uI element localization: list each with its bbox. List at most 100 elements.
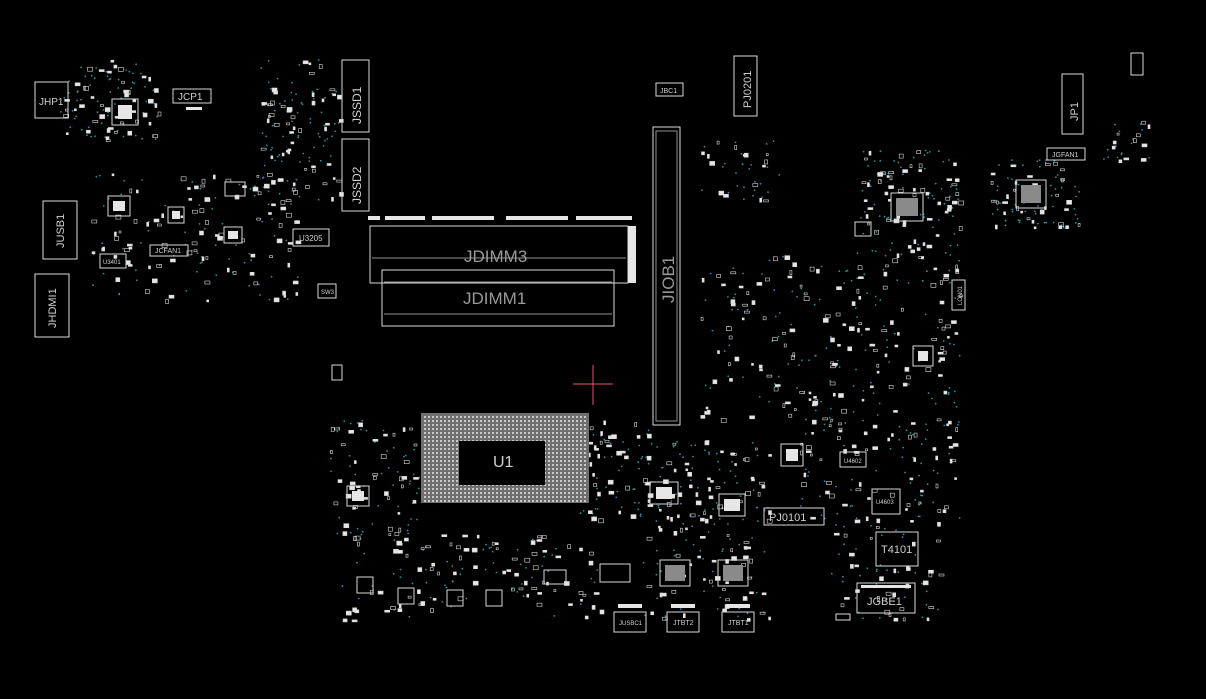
bga-ball (440, 456, 442, 458)
ic-usbc-pd-2[interactable] (718, 493, 746, 517)
smd-pad (685, 468, 689, 472)
smd-pad (872, 446, 879, 450)
ic-u3205[interactable]: U3205 (292, 228, 330, 247)
ic-power-controller[interactable] (780, 443, 804, 467)
via (883, 215, 886, 218)
bga-ball (508, 416, 510, 418)
ic-usbc-pd[interactable] (649, 481, 679, 505)
via (98, 174, 101, 177)
ic-gpu-right[interactable] (1015, 179, 1047, 209)
via (311, 90, 314, 93)
smd-pad (491, 541, 495, 546)
bga-ball (532, 496, 534, 498)
cpu-u1[interactable]: U1 (421, 413, 589, 503)
connector-jtbt1[interactable]: JTBT1 (721, 604, 755, 633)
connector-jcfan1[interactable]: JCFAN1 (149, 244, 189, 257)
smd-pad (708, 486, 711, 492)
bga-ball (456, 468, 458, 470)
bga-ball (440, 444, 442, 446)
bga-ball (436, 440, 438, 442)
via (1011, 159, 1013, 162)
via (805, 418, 807, 421)
connector-jusb1[interactable]: JUSB1 (42, 200, 78, 260)
ic-u4603[interactable]: U4603 (871, 488, 901, 515)
smd-pad (290, 141, 295, 145)
smd-pad (199, 230, 204, 236)
via (543, 555, 545, 558)
smd-pad (943, 273, 950, 278)
via (1106, 148, 1109, 151)
component-lon01[interactable]: LON01 (951, 279, 966, 311)
smd-pad (836, 436, 841, 441)
connector-jhdmi1[interactable]: JHDMI1 (34, 273, 70, 338)
via (319, 159, 322, 162)
bga-ball (444, 428, 446, 430)
bga-ball (432, 416, 434, 418)
via (349, 531, 352, 534)
ic-u3401[interactable]: U3401 (99, 253, 127, 269)
via (618, 469, 620, 472)
connector-jp1[interactable]: JP1 (1061, 73, 1084, 135)
smd-pad (885, 591, 892, 596)
bga-ball (580, 500, 582, 502)
smd-pad (858, 322, 863, 326)
ic-tbt-controller-2[interactable] (717, 559, 749, 587)
smd-pad (828, 493, 835, 499)
ic-usb-controller[interactable] (107, 195, 131, 217)
connector-jtbt2[interactable]: JTBT2 (666, 604, 700, 633)
ic-audio-codec[interactable] (111, 98, 139, 126)
smd-pad (754, 447, 758, 451)
smd-pad (913, 457, 917, 462)
switch-sw3[interactable]: SW3 (317, 283, 337, 299)
bga-ball (496, 492, 498, 494)
ic-power-switch[interactable] (223, 226, 243, 244)
connector-pj0101[interactable]: PJ0101 (763, 507, 825, 526)
connector-jbc1[interactable]: JBC1 (655, 82, 684, 97)
smd-pad (99, 114, 105, 119)
bga-ball (436, 484, 438, 486)
small-component (854, 221, 872, 237)
transformer-t4101[interactable]: T4101 (875, 531, 919, 567)
bga-ball (476, 436, 478, 438)
via (616, 490, 619, 493)
connector-jcp1[interactable]: JCP1 (172, 88, 212, 110)
bga-ball (424, 440, 426, 442)
bga-ball (500, 492, 502, 494)
smd-pad (680, 527, 683, 533)
connector-jgbe1[interactable]: JGBE1 (856, 582, 916, 614)
ic-u4602[interactable]: U4602 (839, 451, 867, 468)
ic-pch-right[interactable] (890, 192, 924, 222)
ic-tbt-controller-1[interactable] (659, 559, 691, 587)
bga-ball (552, 464, 554, 466)
smd-pad (838, 393, 844, 398)
connector-jdimm1[interactable]: JDIMM1 (381, 269, 615, 327)
bga-ball (536, 416, 538, 418)
connector-jdimm3[interactable]: JDIMM3 (369, 225, 636, 284)
smd-pad (876, 363, 880, 368)
bga-ball (564, 460, 566, 462)
connector-jssd2[interactable]: JSSD2 (341, 138, 370, 212)
connector-pj0201[interactable]: PJ0201 (733, 55, 758, 117)
bga-ball (552, 432, 554, 434)
bga-ball (564, 468, 566, 470)
ic-regulator-right[interactable] (912, 345, 934, 367)
bga-ball (428, 480, 430, 482)
ic-left-lower-1[interactable] (346, 485, 370, 507)
connector-jiob1[interactable]: JIOB1 (652, 126, 681, 426)
bga-ball (568, 480, 570, 482)
connector-jgfan1[interactable]: JGFAN1 (1046, 147, 1086, 161)
bga-ball (536, 496, 538, 498)
smd-pad (955, 192, 960, 196)
smd-pad (673, 468, 677, 473)
via (620, 465, 623, 468)
connector-jssd1[interactable]: JSSD1 (341, 59, 370, 133)
ic-fan-driver[interactable] (167, 206, 185, 224)
bga-ball (460, 424, 462, 426)
connector-jhp1[interactable]: JHP1 (34, 81, 69, 119)
smd-pad (127, 130, 133, 136)
smd-pad (1058, 225, 1063, 229)
connector-jusbc1[interactable]: JUSBC1 (613, 604, 647, 633)
bga-ball (496, 416, 498, 418)
